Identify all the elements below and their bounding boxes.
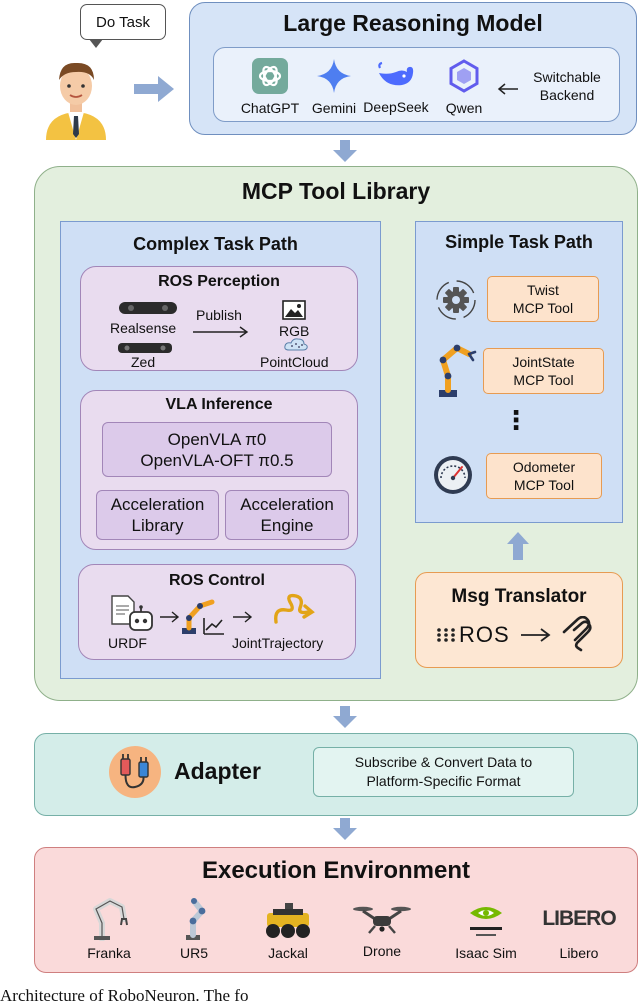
msg-translator-title: Msg Translator <box>451 586 587 607</box>
urdf-label: URDF <box>108 635 147 651</box>
pointcloud-label: PointCloud <box>260 354 329 370</box>
platform-isaac-sim: Isaac Sim <box>444 893 528 965</box>
jackal-robot-icon <box>266 903 310 938</box>
platform-franka: Franka <box>67 893 151 965</box>
figure-caption: Architecture of RoboNeuron. The fo <box>0 986 249 1005</box>
model-qwen: Qwen <box>426 56 502 118</box>
ros-label: ROS <box>459 622 510 647</box>
mcp-logo-icon <box>560 615 596 657</box>
image-icon <box>282 300 306 325</box>
arrow-down-icon <box>333 818 357 845</box>
model-label: DeepSeek <box>363 99 429 115</box>
model-deepseek: DeepSeek <box>358 56 434 118</box>
vla-models-line2: OpenVLA-OFT π0.5 <box>140 450 294 470</box>
model-chatgpt: ChatGPT <box>232 56 308 118</box>
user-avatar <box>40 54 112 140</box>
vla-inference-title: VLA Inference <box>165 396 273 413</box>
arrow-down-icon <box>333 706 357 733</box>
ros-dots-icon <box>436 627 456 648</box>
drone-icon <box>353 906 411 934</box>
vla-models-line1: OpenVLA π0 <box>167 429 267 449</box>
gemini-icon <box>317 59 351 93</box>
publish-arrow-icon <box>193 325 249 343</box>
switchable-backend-label: Switchable Backend <box>533 69 601 103</box>
rgb-label: RGB <box>279 323 310 339</box>
chatgpt-icon <box>252 58 288 94</box>
acceleration-engine-box: Acceleration Engine <box>225 490 349 540</box>
speedometer-icon <box>432 454 474 501</box>
ros-control-title: ROS Control <box>169 572 265 589</box>
trajectory-icon <box>272 592 316 633</box>
adapter-title: Adapter <box>174 758 261 784</box>
adapter-description: Subscribe & Convert Data to Platform-Spe… <box>313 747 574 797</box>
twist-mcp-tool: Twist MCP Tool <box>487 276 599 322</box>
acceleration-library-box: Acceleration Library <box>96 490 219 540</box>
platform-jackal: Jackal <box>246 893 330 965</box>
platform-ur5: UR5 <box>152 893 236 965</box>
urdf-document-icon <box>110 594 156 639</box>
adapter-plug-icon <box>108 745 162 804</box>
mcp-title: MCP Tool Library <box>241 178 431 204</box>
execution-environment-panel <box>34 847 638 973</box>
vla-models-box: OpenVLA π0 OpenVLA-OFT π0.5 <box>102 422 332 477</box>
gear-icon <box>434 278 478 327</box>
realsense-camera-icon <box>119 301 177 320</box>
arrow-right-icon <box>134 76 174 107</box>
ur5-arm-icon <box>186 898 206 940</box>
deepseek-whale-icon <box>378 61 414 86</box>
zed-camera-icon <box>118 341 172 359</box>
pointcloud-icon <box>284 337 308 358</box>
odometer-mcp-tool: Odometer MCP Tool <box>486 453 602 499</box>
arrow-right-small-icon <box>233 610 253 628</box>
robot-arm-icon <box>433 342 479 403</box>
franka-arm-icon <box>93 898 128 941</box>
complex-task-path-title: Complex Task Path <box>133 234 298 254</box>
model-label: Qwen <box>445 100 483 116</box>
libero-logo: LIBERO <box>542 907 616 930</box>
arrow-up-icon <box>507 532 529 565</box>
zed-label: Zed <box>131 354 156 370</box>
task-bubble: Do Task <box>80 4 166 48</box>
jointstate-mcp-tool: JointState MCP Tool <box>483 348 604 394</box>
ros-perception-box <box>80 266 358 371</box>
nvidia-isaac-icon <box>470 907 502 936</box>
lrm-title: Large Reasoning Model <box>283 10 543 36</box>
more-tools-ellipsis: ⋮ <box>503 404 529 435</box>
realsense-label: Realsense <box>110 320 177 336</box>
robot-arm-chart-icon <box>178 596 226 641</box>
publish-label: Publish <box>196 307 242 323</box>
arrow-down-icon <box>333 140 357 167</box>
platform-libero: LIBERO Libero <box>537 893 621 965</box>
arrow-right-small-icon <box>160 610 180 628</box>
arrow-right-icon <box>521 628 551 647</box>
arrow-left-icon <box>496 82 518 101</box>
model-label: ChatGPT <box>240 100 300 116</box>
platform-drone: Drone <box>340 893 424 965</box>
execution-environment-title: Execution Environment <box>201 857 471 884</box>
jointtrajectory-label: JointTrajectory <box>232 635 324 651</box>
qwen-icon <box>449 59 479 93</box>
model-label: Gemini <box>311 100 357 116</box>
simple-task-path-title: Simple Task Path <box>445 232 593 252</box>
model-gemini: Gemini <box>296 56 372 118</box>
ros-perception-title: ROS Perception <box>158 273 280 290</box>
